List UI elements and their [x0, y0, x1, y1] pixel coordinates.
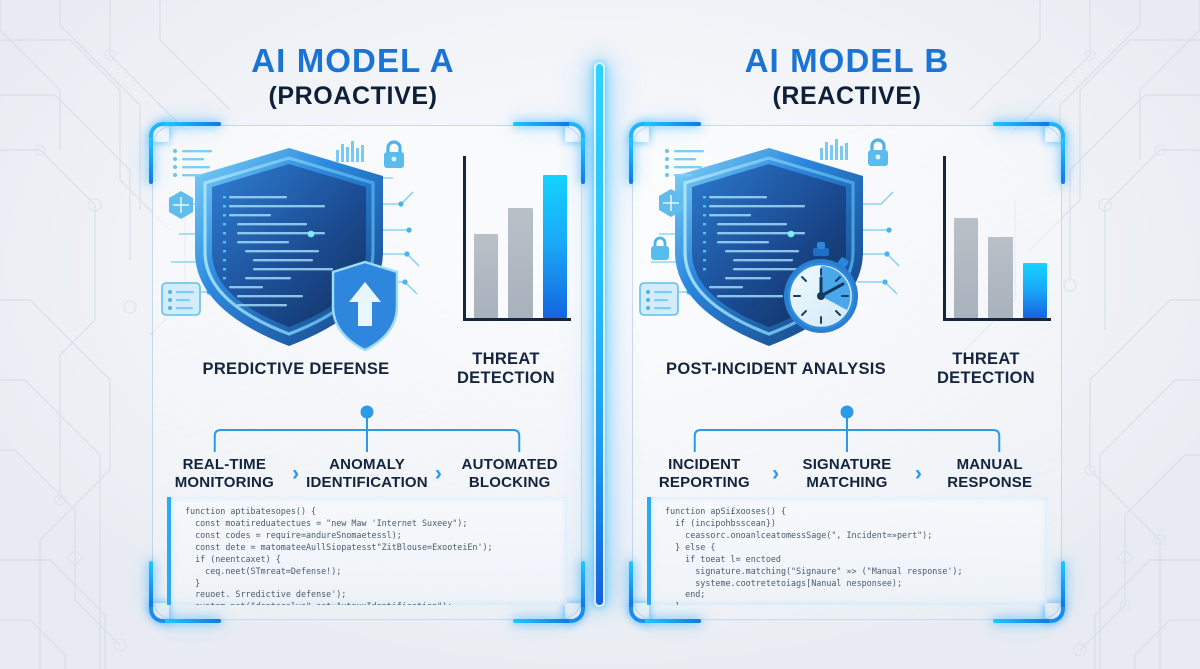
- chart-plot-area: [463, 156, 571, 321]
- chart-bar-3: [1022, 262, 1047, 318]
- shield-illustration-model-a: [161, 142, 431, 357]
- padlock-small-icon: [649, 236, 671, 267]
- code-snippet-model-a: function aptibatesopes() { const moatire…: [167, 497, 567, 605]
- hexagon-node-icon: [167, 190, 195, 225]
- title-sub-model-a: (PROACTIVE): [268, 81, 438, 110]
- title-main-model-b: AI MODEL B: [744, 42, 950, 79]
- shield-caption-model-b: POST-INCIDENT ANALYSIS: [666, 360, 886, 378]
- title-sub-model-b: (REACTIVE): [772, 81, 922, 110]
- panel-title-model-a: AI MODEL A (PROACTIVE): [138, 42, 568, 111]
- chevron-right-icon-2: ›: [914, 462, 922, 486]
- bar-chart-glyph-icon: [335, 138, 365, 167]
- panel-model-a: PREDICTIVE DEFENSE: [149, 122, 585, 623]
- list-card-icon: [639, 282, 679, 321]
- chart-bar-1: [954, 217, 979, 318]
- bar-chart-glyph-icon: [819, 136, 849, 165]
- flow-connector-lines: [693, 405, 1001, 452]
- hero-row-model-a: PREDICTIVE DEFENSE: [153, 132, 581, 402]
- chart-plot-area: [943, 156, 1051, 321]
- document-lines-icon: [171, 146, 215, 185]
- vertical-neon-divider: [594, 62, 605, 607]
- chart-bars: [954, 156, 1047, 318]
- title-main-model-a: AI MODEL A: [251, 42, 455, 79]
- threat-detection-chart-model-a: [445, 156, 575, 341]
- chart-bar-3: [542, 175, 567, 318]
- padlock-icon: [865, 138, 891, 173]
- flow-connector-lines: [213, 405, 521, 452]
- hero-row-model-b: POST-INCIDENT ANALYSIS: [633, 132, 1061, 402]
- chart-bar-1: [474, 233, 499, 318]
- list-card-icon: [161, 282, 201, 321]
- hexagon-node-icon: [657, 188, 685, 223]
- chart-bar-2: [988, 237, 1013, 318]
- padlock-icon: [381, 140, 407, 175]
- code-snippet-model-b: function apSi£xooses() { if (incipohbssc…: [647, 497, 1047, 605]
- chart-bars: [474, 156, 567, 318]
- flow-root-node: [360, 405, 374, 419]
- shield-illustration-model-b: [641, 142, 911, 357]
- panel-title-model-b: AI MODEL B (REACTIVE): [632, 42, 1062, 111]
- flow-root-node: [840, 405, 854, 419]
- threat-detection-chart-model-b: [925, 156, 1055, 341]
- document-lines-icon: [663, 146, 707, 185]
- panel-model-b: POST-INCIDENT ANALYSIS: [629, 122, 1065, 623]
- chart-bar-2: [508, 207, 533, 318]
- chevron-right-icon-1: ›: [292, 462, 300, 486]
- shield-caption-model-a: PREDICTIVE DEFENSE: [202, 360, 390, 378]
- chevron-right-icon-1: ›: [772, 462, 780, 486]
- chevron-right-icon-2: ›: [434, 462, 442, 486]
